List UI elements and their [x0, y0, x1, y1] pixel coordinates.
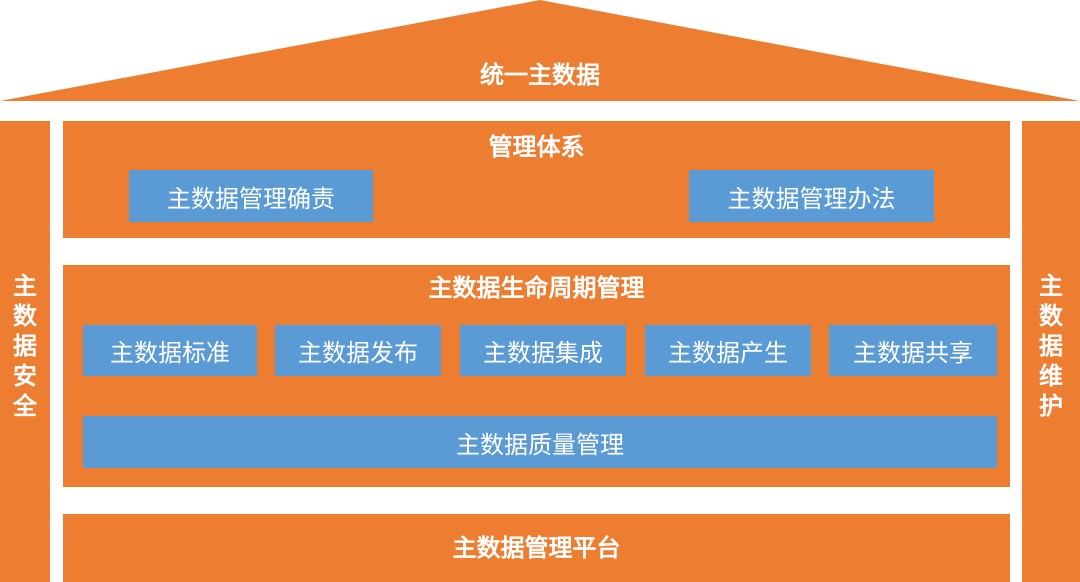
left-pillar-security: 主 数 据 安 全 — [0, 121, 50, 582]
right-pillar-char: 维 — [1039, 362, 1063, 390]
right-pillar-char: 护 — [1039, 392, 1063, 420]
lifecycle-item: 主数据发布 — [275, 325, 441, 376]
governance-item: 主数据管理确责 — [129, 170, 373, 222]
lifecycle-item: 主数据标准 — [83, 325, 257, 376]
left-pillar-char: 主 — [13, 272, 37, 300]
left-pillar-char: 数 — [13, 302, 37, 330]
left-pillar-char: 全 — [13, 392, 37, 420]
roof: 统一主数据 — [0, 0, 1080, 102]
right-pillar-char: 主 — [1039, 272, 1063, 300]
platform-section: 主数据管理平台 — [63, 514, 1010, 582]
lifecycle-item: 主数据集成 — [460, 325, 626, 376]
roof-triangle — [0, 0, 1080, 101]
lifecycle-section: 主数据生命周期管理 主数据标准 主数据发布 主数据集成 主数据产生 主数据共享 … — [63, 265, 1010, 487]
lifecycle-title: 主数据生命周期管理 — [428, 274, 645, 302]
governance-section: 管理体系 主数据管理确责 主数据管理办法 — [63, 121, 1010, 238]
right-pillar-char: 据 — [1039, 332, 1063, 360]
platform-title: 主数据管理平台 — [452, 534, 621, 562]
governance-item: 主数据管理办法 — [689, 170, 934, 222]
quality-management-bar: 主数据质量管理 — [83, 416, 997, 468]
roof-title: 统一主数据 — [480, 61, 600, 89]
left-pillar-char: 据 — [13, 332, 37, 360]
right-pillar-maintenance: 主 数 据 维 护 — [1022, 121, 1080, 582]
lifecycle-item: 主数据产生 — [645, 325, 811, 376]
right-pillar-char: 数 — [1039, 302, 1063, 330]
lifecycle-item: 主数据共享 — [829, 325, 997, 376]
left-pillar-char: 安 — [13, 362, 37, 390]
governance-title: 管理体系 — [488, 133, 585, 161]
